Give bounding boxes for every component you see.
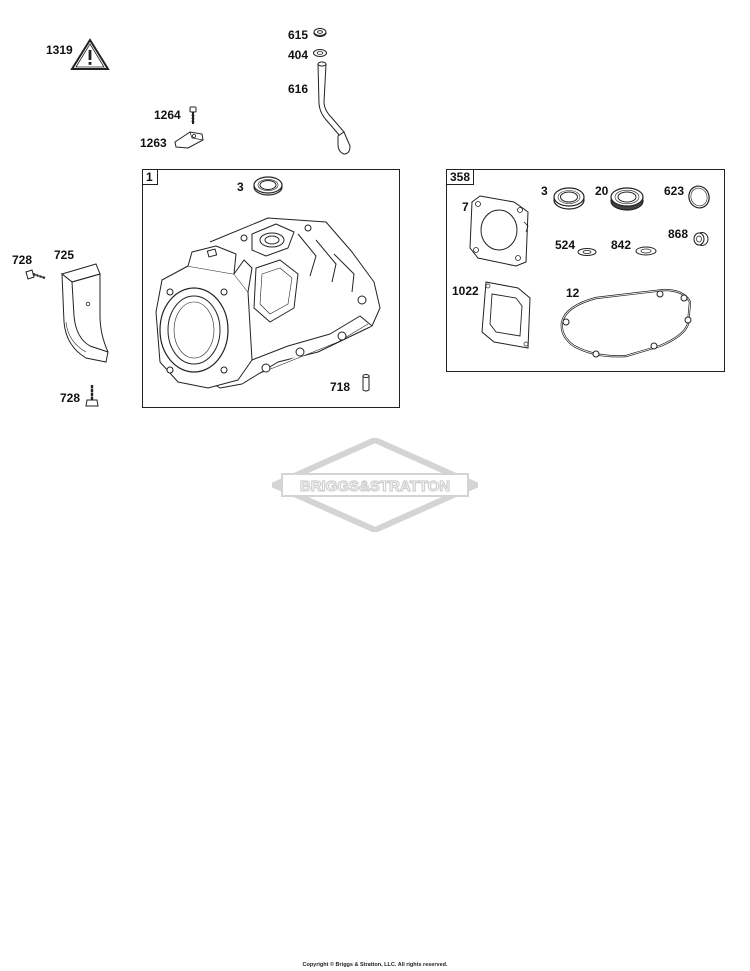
- gasket-kit-box: 358: [446, 169, 725, 372]
- cylinder-assembly-box: 1: [142, 169, 400, 408]
- callout-728-top[interactable]: 728: [12, 253, 33, 267]
- callout-728-bottom[interactable]: 728: [60, 391, 81, 405]
- dowel-pin-718-icon[interactable]: [360, 372, 372, 394]
- callout-615[interactable]: 615: [288, 28, 309, 42]
- bolt-728-bottom-icon[interactable]: [84, 383, 100, 409]
- crankcase-gasket-12-icon[interactable]: [556, 284, 696, 360]
- screw-1264-icon[interactable]: [186, 106, 200, 128]
- gasket-842-icon[interactable]: [634, 244, 658, 258]
- bracket-1263-icon[interactable]: [172, 128, 206, 150]
- dipstick-tube-616-icon[interactable]: [310, 60, 354, 160]
- copyright-notice: Copyright © Briggs & Stratton, LLC. All …: [302, 962, 448, 968]
- callout-1319[interactable]: 1319: [46, 43, 73, 57]
- oil-seal-3-icon[interactable]: [252, 174, 284, 198]
- bolt-728-top-icon[interactable]: [24, 268, 48, 284]
- head-gasket-7-icon[interactable]: [466, 192, 532, 268]
- callout-1264[interactable]: 1264: [154, 108, 181, 122]
- cylinder-block-icon[interactable]: [148, 212, 386, 394]
- callout-1263[interactable]: 1263: [140, 136, 167, 150]
- callout-524[interactable]: 524: [555, 238, 576, 252]
- callout-404[interactable]: 404: [288, 48, 309, 62]
- oring-615-icon[interactable]: [312, 26, 328, 40]
- oil-seal-3-kit-icon[interactable]: [552, 184, 586, 212]
- callout-616[interactable]: 616: [288, 82, 309, 96]
- washer-404-icon[interactable]: [312, 46, 328, 60]
- callout-623[interactable]: 623: [664, 184, 685, 198]
- callout-725[interactable]: 725: [54, 248, 75, 262]
- cylinder-box-number[interactable]: 1: [142, 169, 158, 185]
- heat-shield-725-icon[interactable]: [56, 262, 112, 366]
- gasket-524-icon[interactable]: [576, 246, 598, 258]
- callout-12[interactable]: 12: [566, 286, 580, 300]
- callout-7[interactable]: 7: [462, 200, 469, 214]
- callout-718[interactable]: 718: [330, 380, 351, 394]
- callout-3-kit[interactable]: 3: [541, 184, 548, 198]
- callout-868[interactable]: 868: [668, 227, 689, 241]
- oring-623-icon[interactable]: [686, 184, 712, 210]
- warning-triangle-icon[interactable]: [70, 38, 110, 72]
- gasket-1022-icon[interactable]: [478, 278, 536, 354]
- callout-20[interactable]: 20: [595, 184, 609, 198]
- logo-text: BRIGGS&STRATTON: [300, 478, 450, 495]
- seal-868-icon[interactable]: [692, 230, 710, 248]
- oil-seal-20-icon[interactable]: [608, 184, 646, 212]
- callout-842[interactable]: 842: [611, 238, 632, 252]
- callout-3-cylinder[interactable]: 3: [237, 180, 244, 194]
- briggs-stratton-logo-watermark: BRIGGS&STRATTON: [272, 438, 478, 532]
- gasket-kit-box-number[interactable]: 358: [446, 169, 475, 185]
- callout-1022[interactable]: 1022: [452, 284, 479, 298]
